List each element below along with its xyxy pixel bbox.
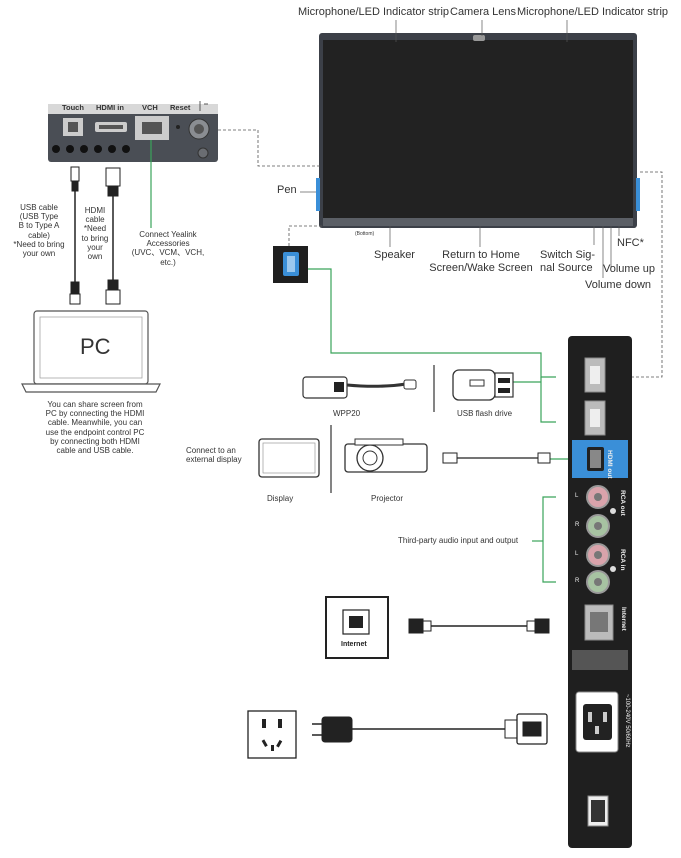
audio-io-label: Third-party audio input and output [398, 536, 519, 545]
internet-wall-port [325, 596, 389, 659]
rca-out-r-label: R [575, 522, 580, 528]
external-display-line2: external display [186, 455, 242, 465]
hdmi-cable-label: HDMI cable *Need to bring your own [78, 206, 112, 261]
pen-holder-left [316, 178, 320, 211]
rca-in-label: RCA in [619, 549, 626, 571]
pen-holder-right [636, 178, 640, 211]
pc-label: PC [80, 334, 111, 359]
rca-out-label: RCA out [619, 490, 626, 516]
hdmi-cable-line5: your [87, 242, 103, 252]
power-cable [312, 713, 548, 745]
pc-note-line4: use the endpoint control PC [45, 427, 145, 437]
rca-in-l-label: L [575, 551, 579, 557]
port-connector-lines [308, 268, 568, 583]
hdmi-cable-line2: cable [85, 215, 105, 225]
usb-cable-line5: *Need to bring [13, 239, 65, 249]
hdmi-cable-line3: *Need [83, 224, 107, 234]
display-label: Display [267, 494, 294, 503]
main-display [300, 20, 640, 278]
mic-led-strip-label-right: Microphone/LED Indicator strip [517, 6, 669, 18]
display-usb-port [273, 225, 322, 283]
pen-label: Pen [277, 184, 297, 196]
pc-note-line5: by connecting both HDMI [50, 436, 140, 446]
rear-connection-panel [568, 336, 632, 848]
pc-note-line2: PC by connecting the HDMI [45, 409, 145, 419]
pc-note-line6: cable and USB cable. [56, 445, 134, 455]
accessories-line2: Accessories [146, 239, 190, 249]
switch-signal-label: Switch Sig- nal Source [540, 249, 595, 274]
usb-cable-line4: cable) [28, 230, 50, 240]
pc-note-line1: You can share screen from [47, 400, 143, 409]
camera-lens-label: Camera Lens [450, 6, 517, 18]
mic-led-strip-label-left: Microphone/LED Indicator strip [298, 6, 450, 18]
usb-cable [69, 166, 81, 305]
usb-cable-line2: (USB Type [19, 212, 59, 222]
usb-cable-line3: B to Type A [18, 221, 60, 231]
control-box [48, 101, 218, 162]
rca-out-l-label: L [575, 493, 579, 499]
projector-device [344, 438, 428, 473]
pc-note-line3: cable. Meanwhile, you can [47, 418, 143, 428]
pc-note: You can share screen from PC by connecti… [20, 400, 170, 455]
pc-laptop [21, 310, 161, 393]
power-wall-socket [247, 710, 297, 759]
home-label-line1: Return to Home [442, 249, 520, 261]
vch-port-label: VCH [142, 103, 158, 112]
panel-internet-label: Internet [620, 607, 627, 631]
ethernet-cable [408, 618, 550, 634]
hdmi-cable-line4: to bring [81, 233, 109, 243]
usb-cable-label: USB cable (USB Type B to Type A cable) *… [10, 203, 68, 258]
camera-lens-icon [473, 35, 485, 41]
switch-label-line1: Switch Sig- [540, 249, 596, 261]
wpp20-device [302, 376, 417, 399]
usb-cable-line6: your own [22, 248, 56, 258]
hdmi-in-port-label: HDMI in [96, 103, 124, 112]
accessories-label: Connect Yealink Accessories (UVC、VCM、VCH… [120, 230, 216, 267]
home-label-line2: Screen/Wake Screen [429, 261, 533, 274]
projector-label: Projector [371, 494, 404, 503]
usb-flash-drive-label: USB flash drive [457, 409, 513, 418]
accessories-line3: (UVC、VCM、VCH, [131, 248, 205, 258]
power-rating-label: ~100-240V 50/60Hz [624, 694, 630, 748]
accessories-line4: etc.) [160, 257, 176, 267]
internet-wall-label: Internet [341, 641, 367, 648]
external-display-note: Connect to an external display [186, 446, 242, 464]
hdmi-out-label: HDMI out [606, 450, 613, 479]
bottom-tag: (Bottom) [355, 231, 375, 237]
hdmi-cable [105, 167, 121, 305]
switch-label-line2: nal Source [540, 261, 593, 274]
speaker-label: Speaker [374, 249, 415, 261]
nfc-label: NFC* [617, 237, 644, 249]
volume-down-label: Volume down [585, 279, 652, 291]
external-display-device [258, 438, 320, 478]
rca-in-r-label: R [575, 578, 580, 584]
reset-label: Reset [170, 103, 191, 112]
volume-up-label: Volume up [603, 263, 655, 275]
accessories-line1: Connect Yealink [139, 230, 197, 239]
touch-port-label: Touch [62, 103, 84, 112]
hdmi-cable-line6: own [87, 251, 103, 261]
external-display-line1: Connect to an [186, 446, 236, 455]
usb-flash-drive [452, 369, 514, 401]
hdmi-out-cable [442, 452, 551, 464]
hdmi-cable-line1: HDMI [84, 206, 106, 215]
wpp20-label: WPP20 [333, 409, 361, 418]
usb-cable-line1: USB cable [20, 203, 58, 212]
home-wake-label: Return to Home Screen/Wake Screen [425, 249, 537, 274]
